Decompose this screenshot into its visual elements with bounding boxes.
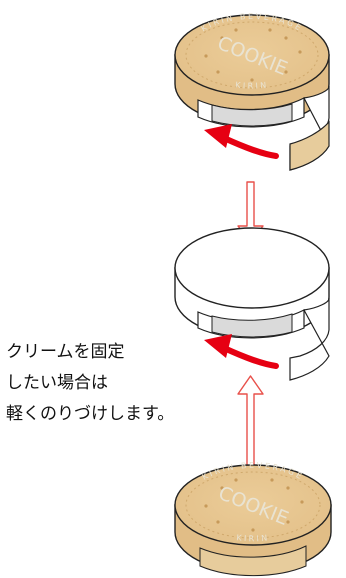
cookie-bottom-rim-bottom: KIRIN — [236, 533, 268, 543]
cream-disc-middle — [174, 227, 330, 339]
cookie-bottom-face — [174, 464, 332, 546]
svg-text:KIRIN: KIRIN — [236, 533, 270, 543]
cookie-bottom: KIRIN BEVERAGE KIRIN COOKIE — [174, 461, 332, 577]
svg-text:KIRIN: KIRIN — [235, 80, 269, 90]
instruction-caption: クリームを固定 したい場合は 軽くのりづけします。 — [6, 337, 226, 430]
cookie-top: KIRIN BEVERAGE KIRIN COOKIE — [174, 12, 330, 128]
caption-line-3: 軽くのりづけします。 — [6, 404, 175, 424]
cream-disc-face — [174, 227, 330, 309]
cookie-top-rim-bottom: KIRIN — [235, 80, 267, 90]
caption-line-2: したい場合は — [6, 373, 108, 393]
curved-red-arrow-middle-icon — [204, 334, 279, 369]
caption-line-1: クリームを固定 — [6, 342, 125, 362]
curved-red-arrow-top-icon — [204, 124, 279, 159]
cookie-top-face — [174, 14, 330, 96]
